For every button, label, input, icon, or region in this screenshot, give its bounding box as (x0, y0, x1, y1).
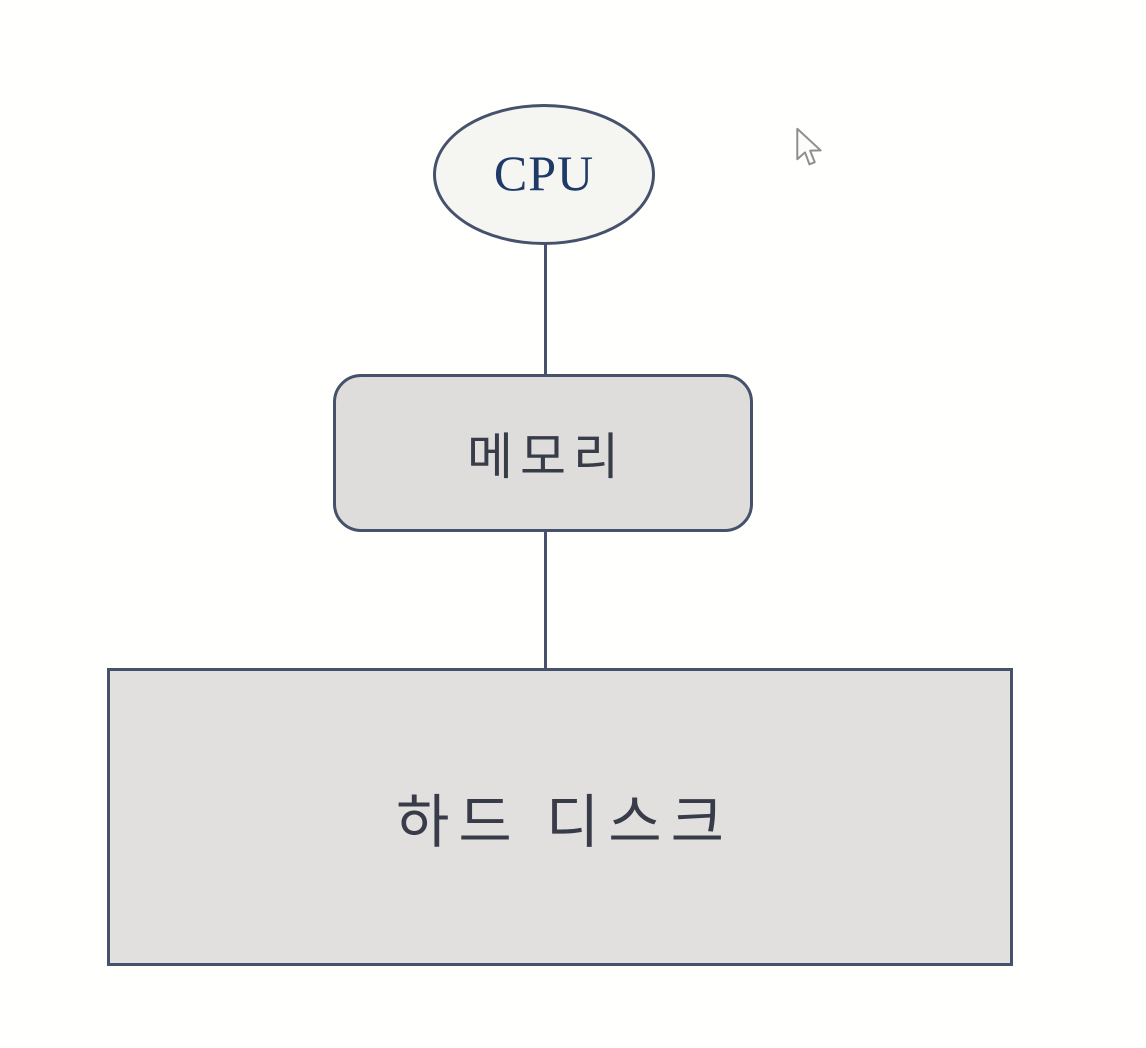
hard-disk-node-label: 하드 디스크 (396, 790, 733, 855)
connector-memory-harddisk (544, 531, 547, 669)
memory-node-label: 메모리 (467, 429, 626, 485)
mouse-cursor-icon (796, 127, 822, 166)
cpu-node-label: CPU (493, 144, 595, 201)
connector-cpu-memory (544, 244, 547, 375)
hard-disk-node: 하드 디스크 (107, 668, 1013, 966)
cpu-node: CPU (433, 104, 655, 245)
memory-node: 메모리 (333, 374, 753, 532)
